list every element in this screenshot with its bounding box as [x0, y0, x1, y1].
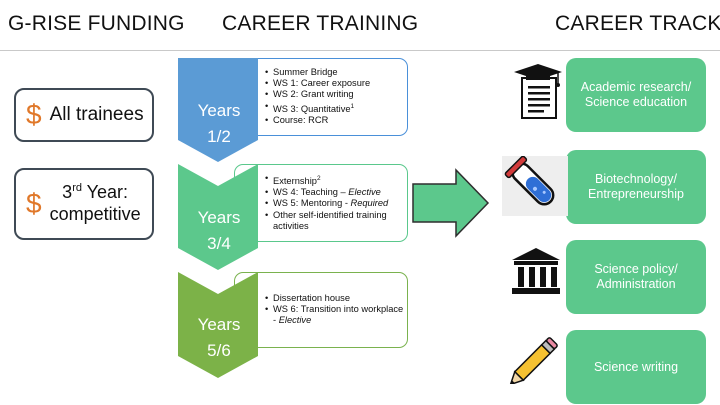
- dollar-icon: $: [26, 99, 42, 130]
- funding-all-trainees-box: $ All trainees: [14, 88, 154, 142]
- dollar-icon: $: [26, 188, 42, 219]
- graduate-document-icon: [514, 64, 562, 119]
- list-item: WS 6: Transition into workplace - Electi…: [265, 304, 407, 326]
- list-item: Other self-identified training activitie…: [265, 210, 407, 232]
- header-divider: [0, 50, 720, 51]
- track-biotechnology: Biotechnology/ Entrepreneurship: [566, 150, 706, 224]
- list-item: Dissertation house: [265, 293, 407, 304]
- list-item: Course: RCR: [265, 115, 407, 126]
- stage-2-activity-list: Externship2 WS 4: Teaching – Elective WS…: [265, 173, 407, 232]
- list-item: WS 4: Teaching – Elective: [265, 187, 407, 198]
- stage-1-details-box: Summer Bridge WS 1: Career exposure WS 2…: [234, 58, 408, 136]
- list-item: WS 5: Mentoring - Required: [265, 198, 407, 209]
- career-flow-arrow: [412, 168, 490, 238]
- funding-all-trainees-label: All trainees: [49, 103, 144, 125]
- training-header: CAREER TRAINING: [222, 12, 419, 35]
- list-item: Externship2: [265, 173, 407, 187]
- track-academic-research: Academic research/ Science education: [566, 58, 706, 132]
- list-item: WS 2: Grant writing: [265, 89, 407, 100]
- stage-1-chevron: [178, 58, 258, 162]
- funding-third-year-label: 3rd Year: competitive: [49, 182, 141, 224]
- stage-3-chevron: [178, 272, 258, 378]
- list-item: Summer Bridge: [265, 67, 407, 78]
- tracks-header: CAREER TRACKS: [555, 12, 720, 35]
- pencil-icon: [509, 337, 558, 384]
- government-building-icon: [512, 248, 560, 294]
- track-science-policy: Science policy/ Administration: [566, 240, 706, 314]
- stage-3-activity-list: Dissertation house WS 6: Transition into…: [265, 293, 407, 327]
- stage-1-activity-list: Summer Bridge WS 1: Career exposure WS 2…: [265, 67, 407, 126]
- list-item: WS 1: Career exposure: [265, 78, 407, 89]
- funding-third-year-box: $ 3rd Year: competitive: [14, 168, 154, 240]
- stage-3-details-box: Dissertation house WS 6: Transition into…: [234, 272, 408, 348]
- stage-2-chevron: [178, 164, 258, 270]
- funding-header: G-RISE FUNDING: [8, 12, 185, 35]
- track-science-writing: Science writing: [566, 330, 706, 404]
- test-tube-icon: [502, 156, 568, 216]
- list-item: WS 3: Quantitative1: [265, 101, 407, 115]
- stage-2-details-box: Externship2 WS 4: Teaching – Elective WS…: [234, 164, 408, 242]
